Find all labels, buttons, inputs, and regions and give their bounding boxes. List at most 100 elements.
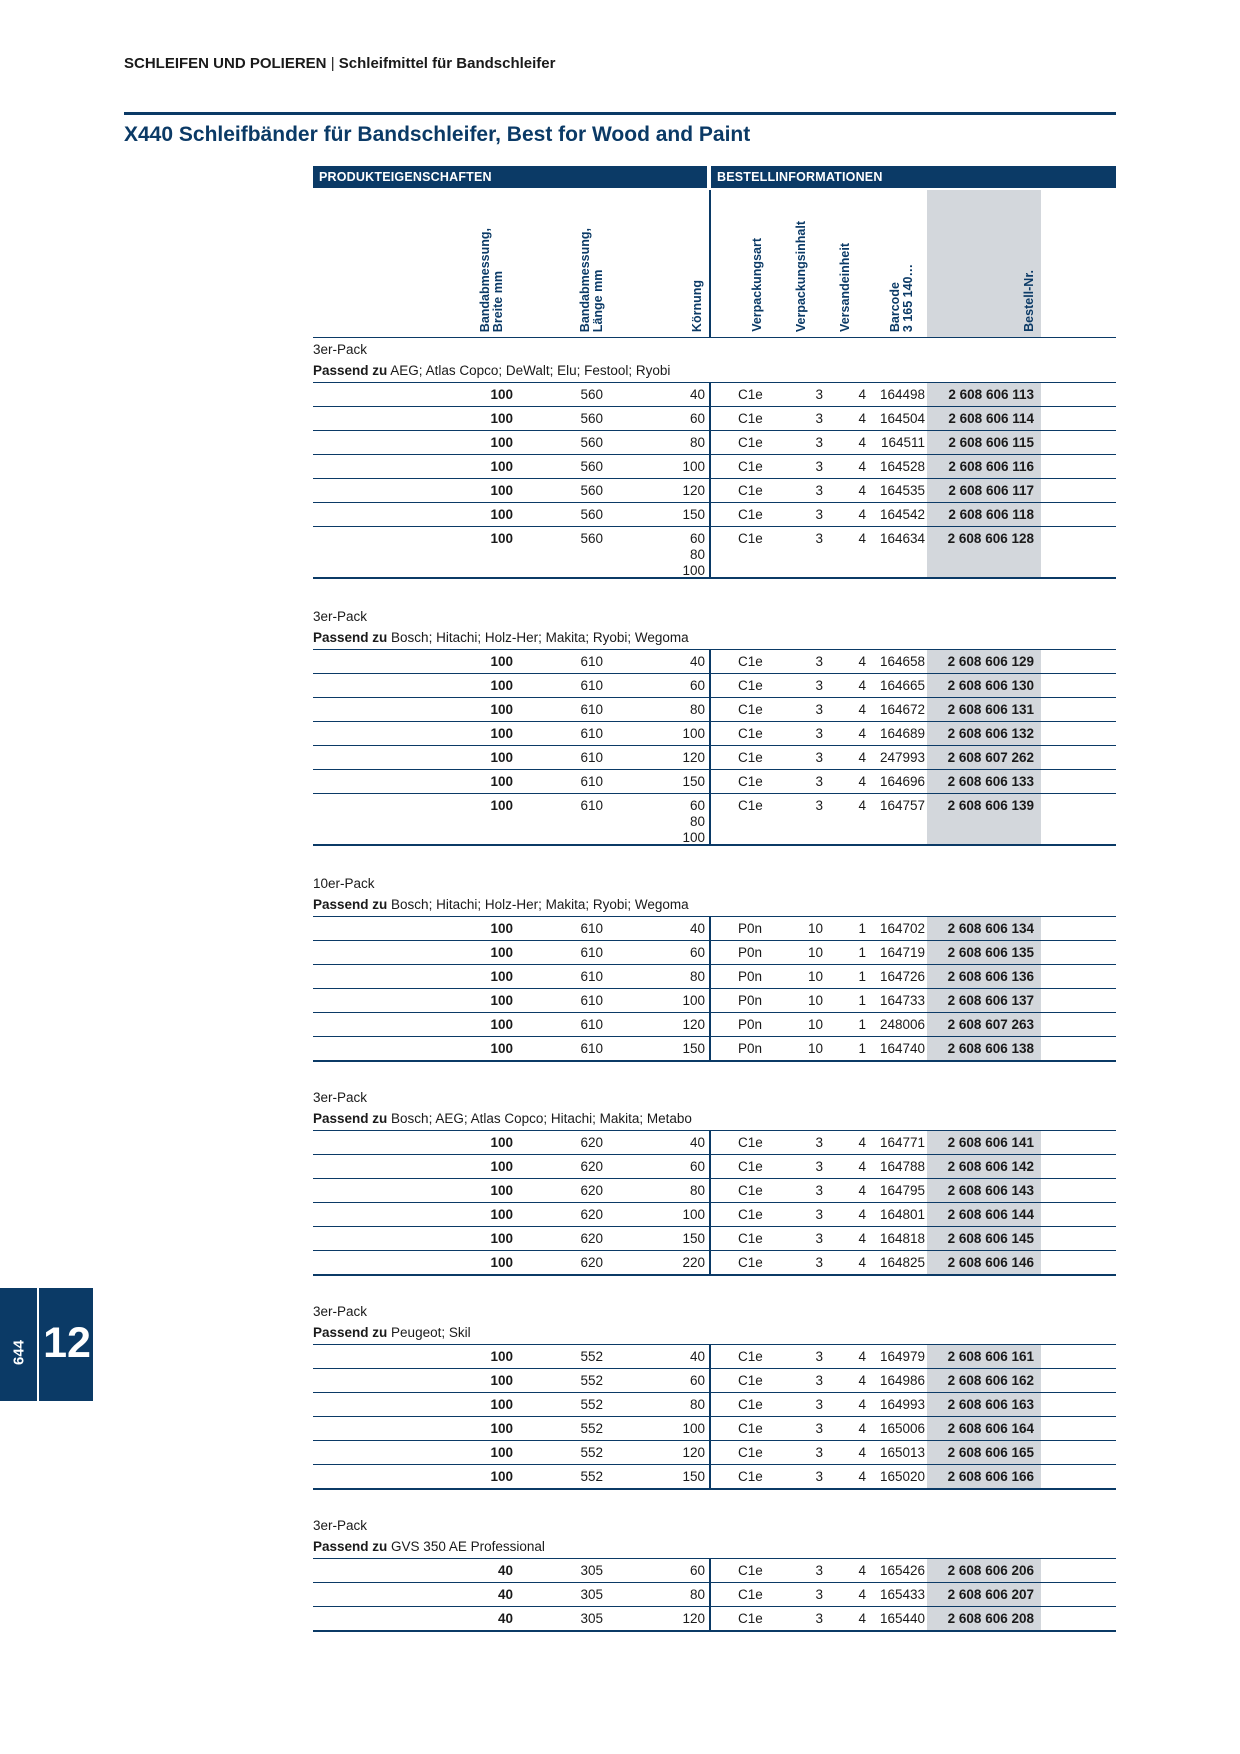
ship-unit-value: 4 [858,1349,866,1364]
barcode-value: 164757 [879,798,925,813]
ship-unit-value: 4 [858,1397,866,1412]
ship-unit-value: 4 [858,726,866,741]
width-value: 40 [497,1611,513,1626]
pack-qty-value: 3 [815,1183,823,1198]
order-number-value: 2 608 606 113 [948,387,1034,402]
order-number-value: 2 608 606 115 [948,435,1034,450]
pack-size-label: 3er-Pack [313,1518,368,1533]
length-value: 610 [580,1017,603,1032]
length-value: 610 [580,798,603,813]
width-value: 100 [490,1373,513,1388]
width-value: 100 [490,750,513,765]
barcode-value: 164993 [879,1397,925,1412]
width-value: 100 [490,1017,513,1032]
pack-qty-value: 3 [815,702,823,717]
ship-unit-value: 1 [858,921,866,936]
fits-label: Passend zu [313,897,388,912]
column-divider [709,1559,711,1630]
grit-value: 120 [682,1445,705,1460]
pack-type-value: P0n [738,945,763,960]
length-value: 552 [580,1445,603,1460]
order-number-value: 2 608 606 138 [947,1041,1034,1056]
grit-value: 120 [682,483,705,498]
pack-type-value: C1e [738,1349,763,1364]
grit-value: 120 [682,1017,705,1032]
width-value: 100 [490,1349,513,1364]
order-number-value: 2 608 606 141 [947,1135,1034,1150]
ship-unit-value: 4 [858,483,866,498]
order-number-value: 2 608 606 131 [947,702,1034,717]
width-value: 100 [490,726,513,741]
order-number-value: 2 608 606 161 [947,1349,1034,1364]
order-column-shade [927,190,1041,338]
length-value: 610 [580,726,603,741]
pack-type-value: C1e [738,798,763,813]
order-number-value: 2 608 606 139 [947,798,1034,813]
width-value: 100 [490,387,513,402]
pack-type-value: C1e [738,1587,763,1602]
pack-type-value: C1e [738,750,763,765]
pack-type-value: C1e [738,1445,763,1460]
page-title: X440 Schleifbänder für Bandschleifer, Be… [124,123,751,146]
pack-qty-value: 10 [807,993,823,1008]
pack-type-value: C1e [738,459,763,474]
ship-unit-value: 1 [858,1041,866,1056]
pack-qty-value: 10 [807,945,823,960]
barcode-value: 164672 [879,702,925,717]
barcode-value: 164511 [880,435,925,450]
table-group-header: PRODUKTEIGENSCHAFTEN BESTELLINFORMATIONE… [313,166,1116,188]
grit-value: 80 [689,1587,705,1602]
pack-qty-value: 3 [815,654,823,669]
ship-unit-value: 4 [858,411,866,426]
order-column-shade [927,650,1041,844]
column-header-grit: Körnung [690,279,704,332]
grit-value: 60 [689,945,705,960]
fits-label: Passend zu [313,363,388,378]
order-column-shade [927,383,1041,577]
order-number-value: 2 608 606 162 [947,1373,1034,1388]
barcode-value: 164498 [879,387,925,402]
order-number-value: 2 608 606 118 [948,507,1034,522]
grit-value: 80 [689,969,705,984]
length-value: 560 [580,411,603,426]
pack-type-value: C1e [738,411,763,426]
barcode-value: 248006 [879,1017,925,1032]
length-value: 552 [580,1397,603,1412]
pack-qty-value: 10 [807,921,823,936]
order-number-value: 2 608 606 144 [947,1207,1034,1222]
pack-qty-value: 3 [815,435,823,450]
top-rule [124,112,1116,115]
barcode-value: 165440 [879,1611,925,1626]
chapter-number: 12 [43,1319,91,1367]
barcode-value: 164825 [879,1255,925,1270]
length-value: 305 [580,1563,603,1578]
width-value: 100 [490,678,513,693]
length-value: 620 [580,1159,603,1174]
barcode-value: 247993 [879,750,925,765]
barcode-value: 164788 [879,1159,925,1174]
length-value: 620 [580,1255,603,1270]
length-value: 610 [580,750,603,765]
grit-value: 100 [682,1421,705,1436]
grit-value: 100 [682,993,705,1008]
ship-unit-value: 4 [858,507,866,522]
pack-qty-value: 10 [807,969,823,984]
